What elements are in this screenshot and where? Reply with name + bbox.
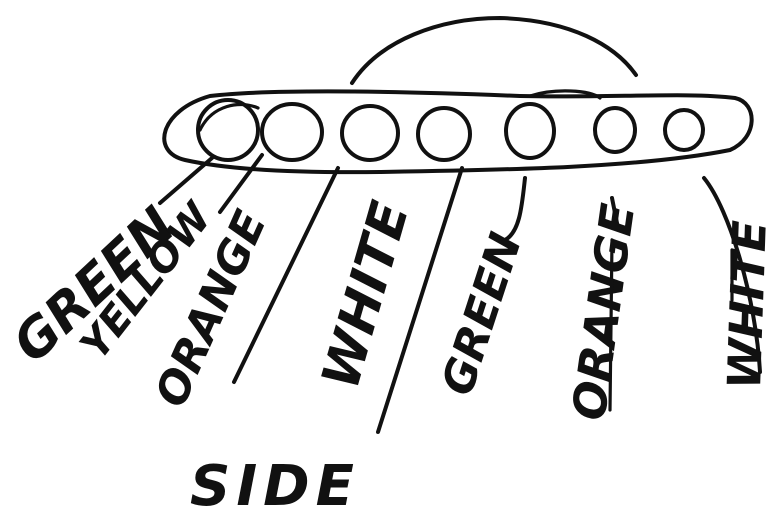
pin-7-circle xyxy=(665,110,703,150)
label-orange-2: ORANGE xyxy=(561,200,645,423)
pin-2-circle xyxy=(262,104,322,160)
pin-6-circle xyxy=(595,108,635,152)
leader-line-pin-5 xyxy=(505,178,525,240)
pin-3-circle xyxy=(342,106,398,160)
label-orange-2-underline xyxy=(610,240,612,410)
label-white-2: WHITE xyxy=(717,219,774,390)
pin-1-circle xyxy=(198,100,258,160)
pin-4-circle xyxy=(418,108,470,160)
pin-5-circle xyxy=(506,104,554,158)
side-caption: SIDE xyxy=(190,454,360,517)
leader-line-pin-2 xyxy=(220,155,262,212)
connector-latch-arch xyxy=(352,18,636,83)
label-green-2: GREEN xyxy=(432,227,532,402)
label-white-1: WHITE xyxy=(311,195,421,395)
